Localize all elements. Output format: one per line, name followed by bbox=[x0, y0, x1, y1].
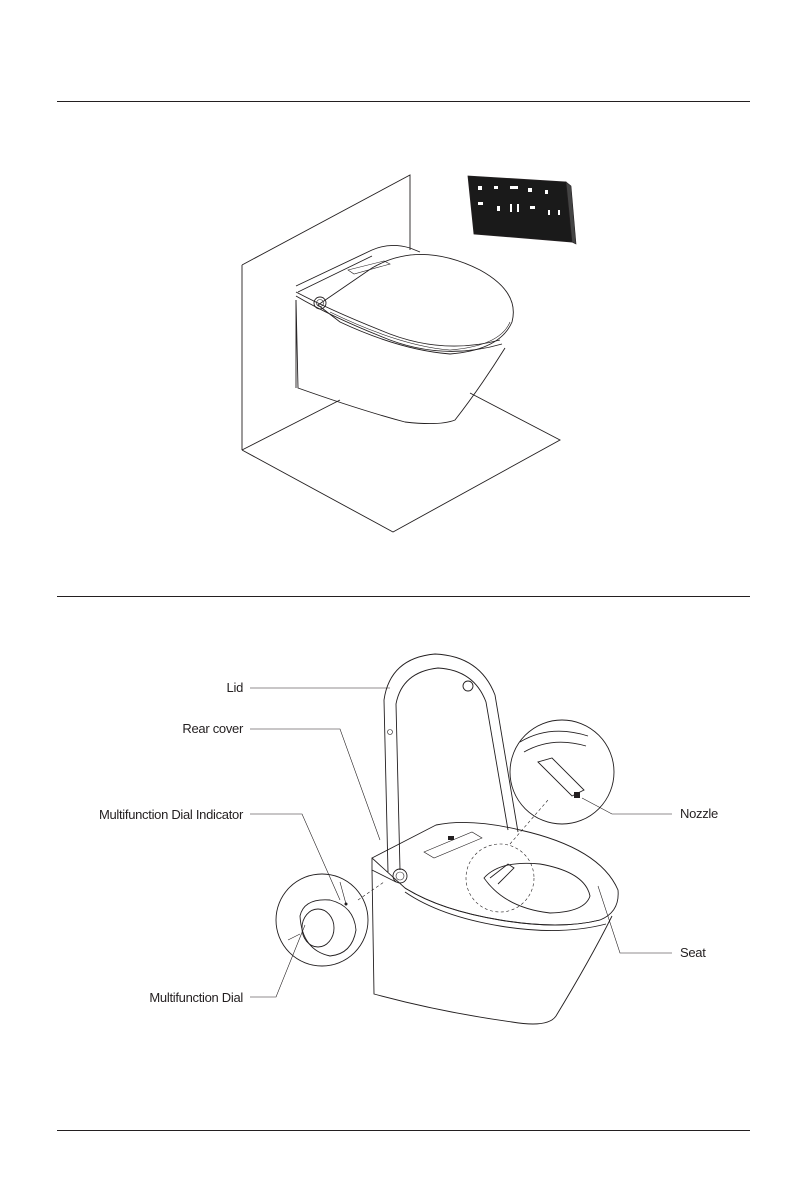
installed-toilet-figure bbox=[0, 100, 809, 580]
labeled-toilet-figure: Lid Rear cover Multifunction Dial Indica… bbox=[0, 620, 809, 1120]
toilet-closed-icon bbox=[296, 245, 513, 423]
remote-control-panel-icon bbox=[468, 176, 576, 244]
bottom-divider bbox=[57, 1130, 750, 1131]
nozzle-detail-icon bbox=[510, 720, 614, 824]
label-lid: Lid bbox=[227, 680, 244, 695]
dial-detail-icon bbox=[276, 874, 368, 966]
label-dial: Multifunction Dial bbox=[149, 990, 243, 1005]
label-nozzle: Nozzle bbox=[680, 806, 718, 821]
label-dial-indicator: Multifunction Dial Indicator bbox=[99, 807, 244, 822]
label-rear-cover: Rear cover bbox=[182, 721, 244, 736]
middle-divider bbox=[57, 596, 750, 597]
toilet-open-icon bbox=[358, 800, 618, 1024]
label-seat: Seat bbox=[680, 945, 706, 960]
leader-lines bbox=[250, 688, 672, 997]
